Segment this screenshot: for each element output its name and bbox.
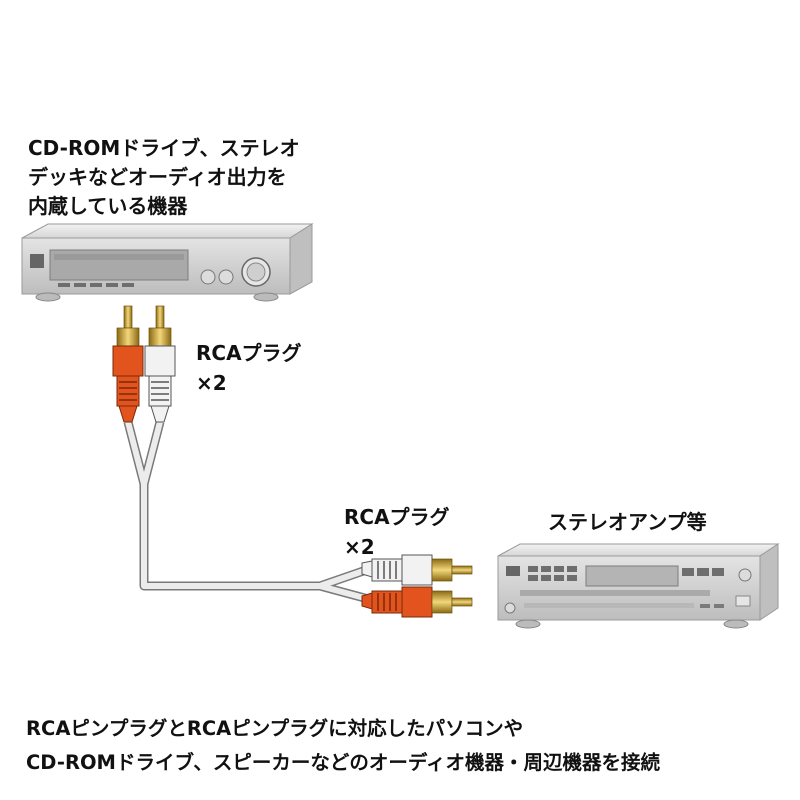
y-cable bbox=[123, 420, 374, 605]
amp-device bbox=[497, 543, 780, 629]
footer-caption: RCAピンプラグとRCAピンプラグに対応したパソコンや CD-ROMドライブ、ス… bbox=[26, 712, 660, 780]
source-device-label-line: CD-ROMドライブ、ステレオ bbox=[28, 136, 300, 160]
footer-caption-line: CD-ROMドライブ、スピーカーなどのオーディオ機器・周辺機器を接続 bbox=[26, 751, 660, 774]
rca-plug-bottom-label-count: ×2 bbox=[344, 535, 375, 559]
source-device bbox=[21, 223, 314, 302]
source-device-label-line: デッキなどオーディオ出力を bbox=[28, 165, 287, 189]
amp-device-label: ステレオアンプ等 bbox=[548, 510, 707, 534]
rca-plug-top-label: RCAプラグ ×2 bbox=[196, 338, 302, 398]
rca-plug-white-top bbox=[144, 305, 176, 423]
footer-caption-line: RCAピンプラグとRCAピンプラグに対応したパソコンや bbox=[26, 717, 524, 740]
rca-plug-red-top bbox=[112, 305, 144, 423]
rca-plug-bottom-label-name: RCAプラグ bbox=[344, 505, 450, 529]
source-device-label: CD-ROMドライブ、ステレオ デッキなどオーディオ出力を 内蔵している機器 bbox=[28, 134, 300, 221]
source-device-label-line: 内蔵している機器 bbox=[28, 194, 188, 218]
rca-plug-white-bottom bbox=[361, 554, 473, 586]
rca-plug-red-bottom bbox=[361, 586, 473, 618]
rca-plug-bottom-label: RCAプラグ ×2 bbox=[344, 502, 450, 562]
rca-plug-top-label-name: RCAプラグ bbox=[196, 341, 302, 365]
rca-plug-top-label-count: ×2 bbox=[196, 371, 227, 395]
